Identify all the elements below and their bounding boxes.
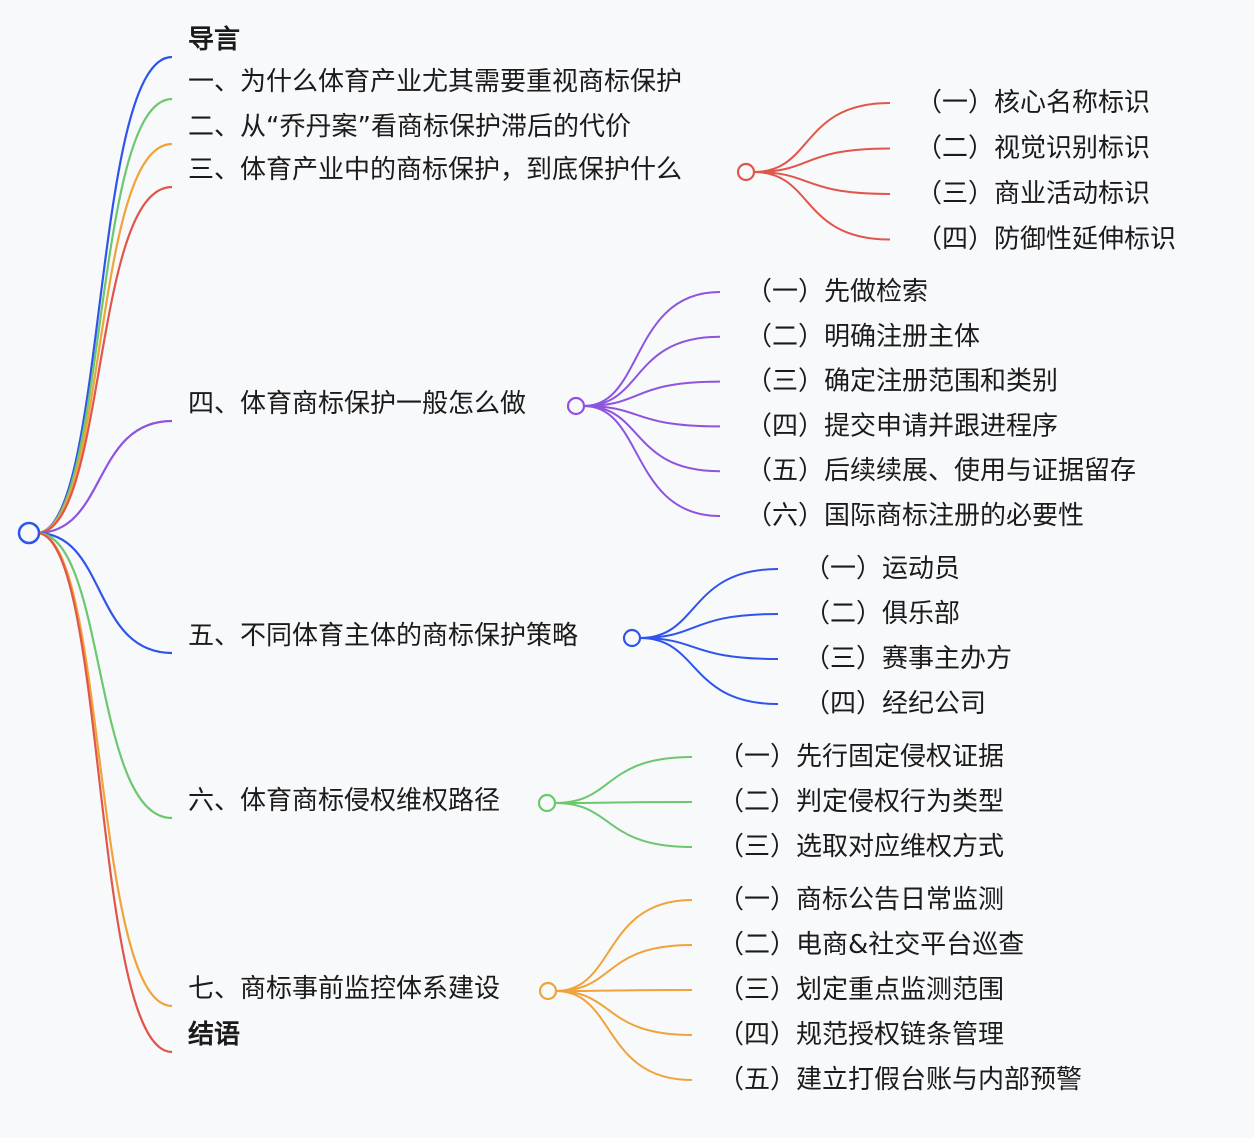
branch-label-1[interactable]: 导言 <box>188 25 240 55</box>
edge-branch-7 <box>36 531 173 820</box>
edge-child-7-3 <box>554 802 693 848</box>
edge-child-5-6 <box>583 405 721 517</box>
child-label-4-3[interactable]: （三）商业活动标识 <box>916 179 1150 209</box>
edge-child-8-1 <box>555 899 693 992</box>
edge-child-6-4 <box>639 637 779 705</box>
branch-node-8[interactable] <box>538 981 558 1001</box>
child-label-5-4[interactable]: （四）提交申请并跟进程序 <box>746 411 1058 441</box>
edge-child-5-1 <box>583 291 721 407</box>
root-node[interactable] <box>17 521 41 545</box>
child-label-6-3[interactable]: （三）赛事主办方 <box>804 644 1012 674</box>
edge-branch-9 <box>36 531 173 1054</box>
child-label-5-2[interactable]: （二）明确注册主体 <box>746 322 980 352</box>
edge-child-8-3 <box>555 989 693 992</box>
child-label-6-1[interactable]: （一）运动员 <box>804 554 960 584</box>
child-label-8-1[interactable]: （一）商标公告日常监测 <box>718 885 1004 915</box>
child-label-7-2[interactable]: （二）判定侵权行为类型 <box>718 787 1004 817</box>
edge-child-4-1 <box>753 102 891 173</box>
branch-label-7[interactable]: 六、体育商标侵权维权路径 <box>188 786 500 816</box>
branch-label-5[interactable]: 四、体育商标保护一般怎么做 <box>188 389 526 419</box>
child-label-8-2[interactable]: （二）电商&社交平台巡查 <box>718 930 1024 960</box>
branch-label-9[interactable]: 结语 <box>188 1020 240 1050</box>
edge-branch-2 <box>36 97 173 535</box>
child-label-8-4[interactable]: （四）规范授权链条管理 <box>718 1020 1004 1050</box>
edge-branch-5 <box>36 419 173 535</box>
edge-child-5-2 <box>583 335 721 407</box>
edge-child-4-3 <box>753 171 891 195</box>
branch-label-8[interactable]: 七、商标事前监控体系建设 <box>188 974 500 1004</box>
child-label-5-6[interactable]: （六）国际商标注册的必要性 <box>746 501 1084 531</box>
edge-branch-3 <box>36 142 173 535</box>
edge-child-6-2 <box>639 613 779 639</box>
edge-child-8-5 <box>555 990 693 1081</box>
edge-child-8-2 <box>555 944 693 992</box>
child-label-5-1[interactable]: （一）先做检索 <box>746 277 928 307</box>
edge-branch-8 <box>36 531 173 1008</box>
child-label-8-5[interactable]: （五）建立打假台账与内部预警 <box>718 1065 1082 1095</box>
child-label-5-3[interactable]: （三）确定注册范围和类别 <box>746 367 1058 397</box>
branch-node-7[interactable] <box>537 793 557 813</box>
branch-node-6[interactable] <box>622 628 642 648</box>
child-label-6-4[interactable]: （四）经纪公司 <box>804 689 986 719</box>
branch-node-4[interactable] <box>736 162 756 182</box>
edge-child-5-5 <box>583 405 721 473</box>
branch-label-2[interactable]: 一、为什么体育产业尤其需要重视商标保护 <box>188 67 682 97</box>
edge-child-4-4 <box>753 171 891 241</box>
edge-child-7-1 <box>554 756 693 804</box>
branch-node-5[interactable] <box>566 396 586 416</box>
edge-child-6-3 <box>639 637 779 660</box>
child-label-8-3[interactable]: （三）划定重点监测范围 <box>718 975 1004 1005</box>
mindmap-labels: 导言一、为什么体育产业尤其需要重视商标保护二、从“乔丹案”看商标保护滞后的代价三… <box>188 25 1176 1095</box>
child-label-4-2[interactable]: （二）视觉识别标识 <box>916 134 1150 164</box>
edge-branch-6 <box>36 531 173 655</box>
branch-label-6[interactable]: 五、不同体育主体的商标保护策略 <box>188 621 578 651</box>
child-label-5-5[interactable]: （五）后续续展、使用与证据留存 <box>746 456 1136 486</box>
edge-child-8-4 <box>555 990 693 1036</box>
edge-child-4-2 <box>753 147 891 173</box>
child-label-4-1[interactable]: （一）核心名称标识 <box>916 88 1150 118</box>
mindmap-edges <box>36 55 891 1081</box>
edge-child-6-1 <box>639 568 779 639</box>
edge-child-5-3 <box>583 380 721 407</box>
edge-branch-4 <box>36 185 173 535</box>
edge-child-7-2 <box>554 801 693 804</box>
branch-label-3[interactable]: 二、从“乔丹案”看商标保护滞后的代价 <box>188 112 631 142</box>
branch-label-4[interactable]: 三、体育产业中的商标保护，到底保护什么 <box>188 155 682 185</box>
child-label-4-4[interactable]: （四）防御性延伸标识 <box>916 225 1176 255</box>
child-label-6-2[interactable]: （二）俱乐部 <box>804 599 960 629</box>
child-label-7-3[interactable]: （三）选取对应维权方式 <box>718 832 1004 862</box>
child-label-7-1[interactable]: （一）先行固定侵权证据 <box>718 742 1004 772</box>
edge-child-5-4 <box>583 405 721 428</box>
